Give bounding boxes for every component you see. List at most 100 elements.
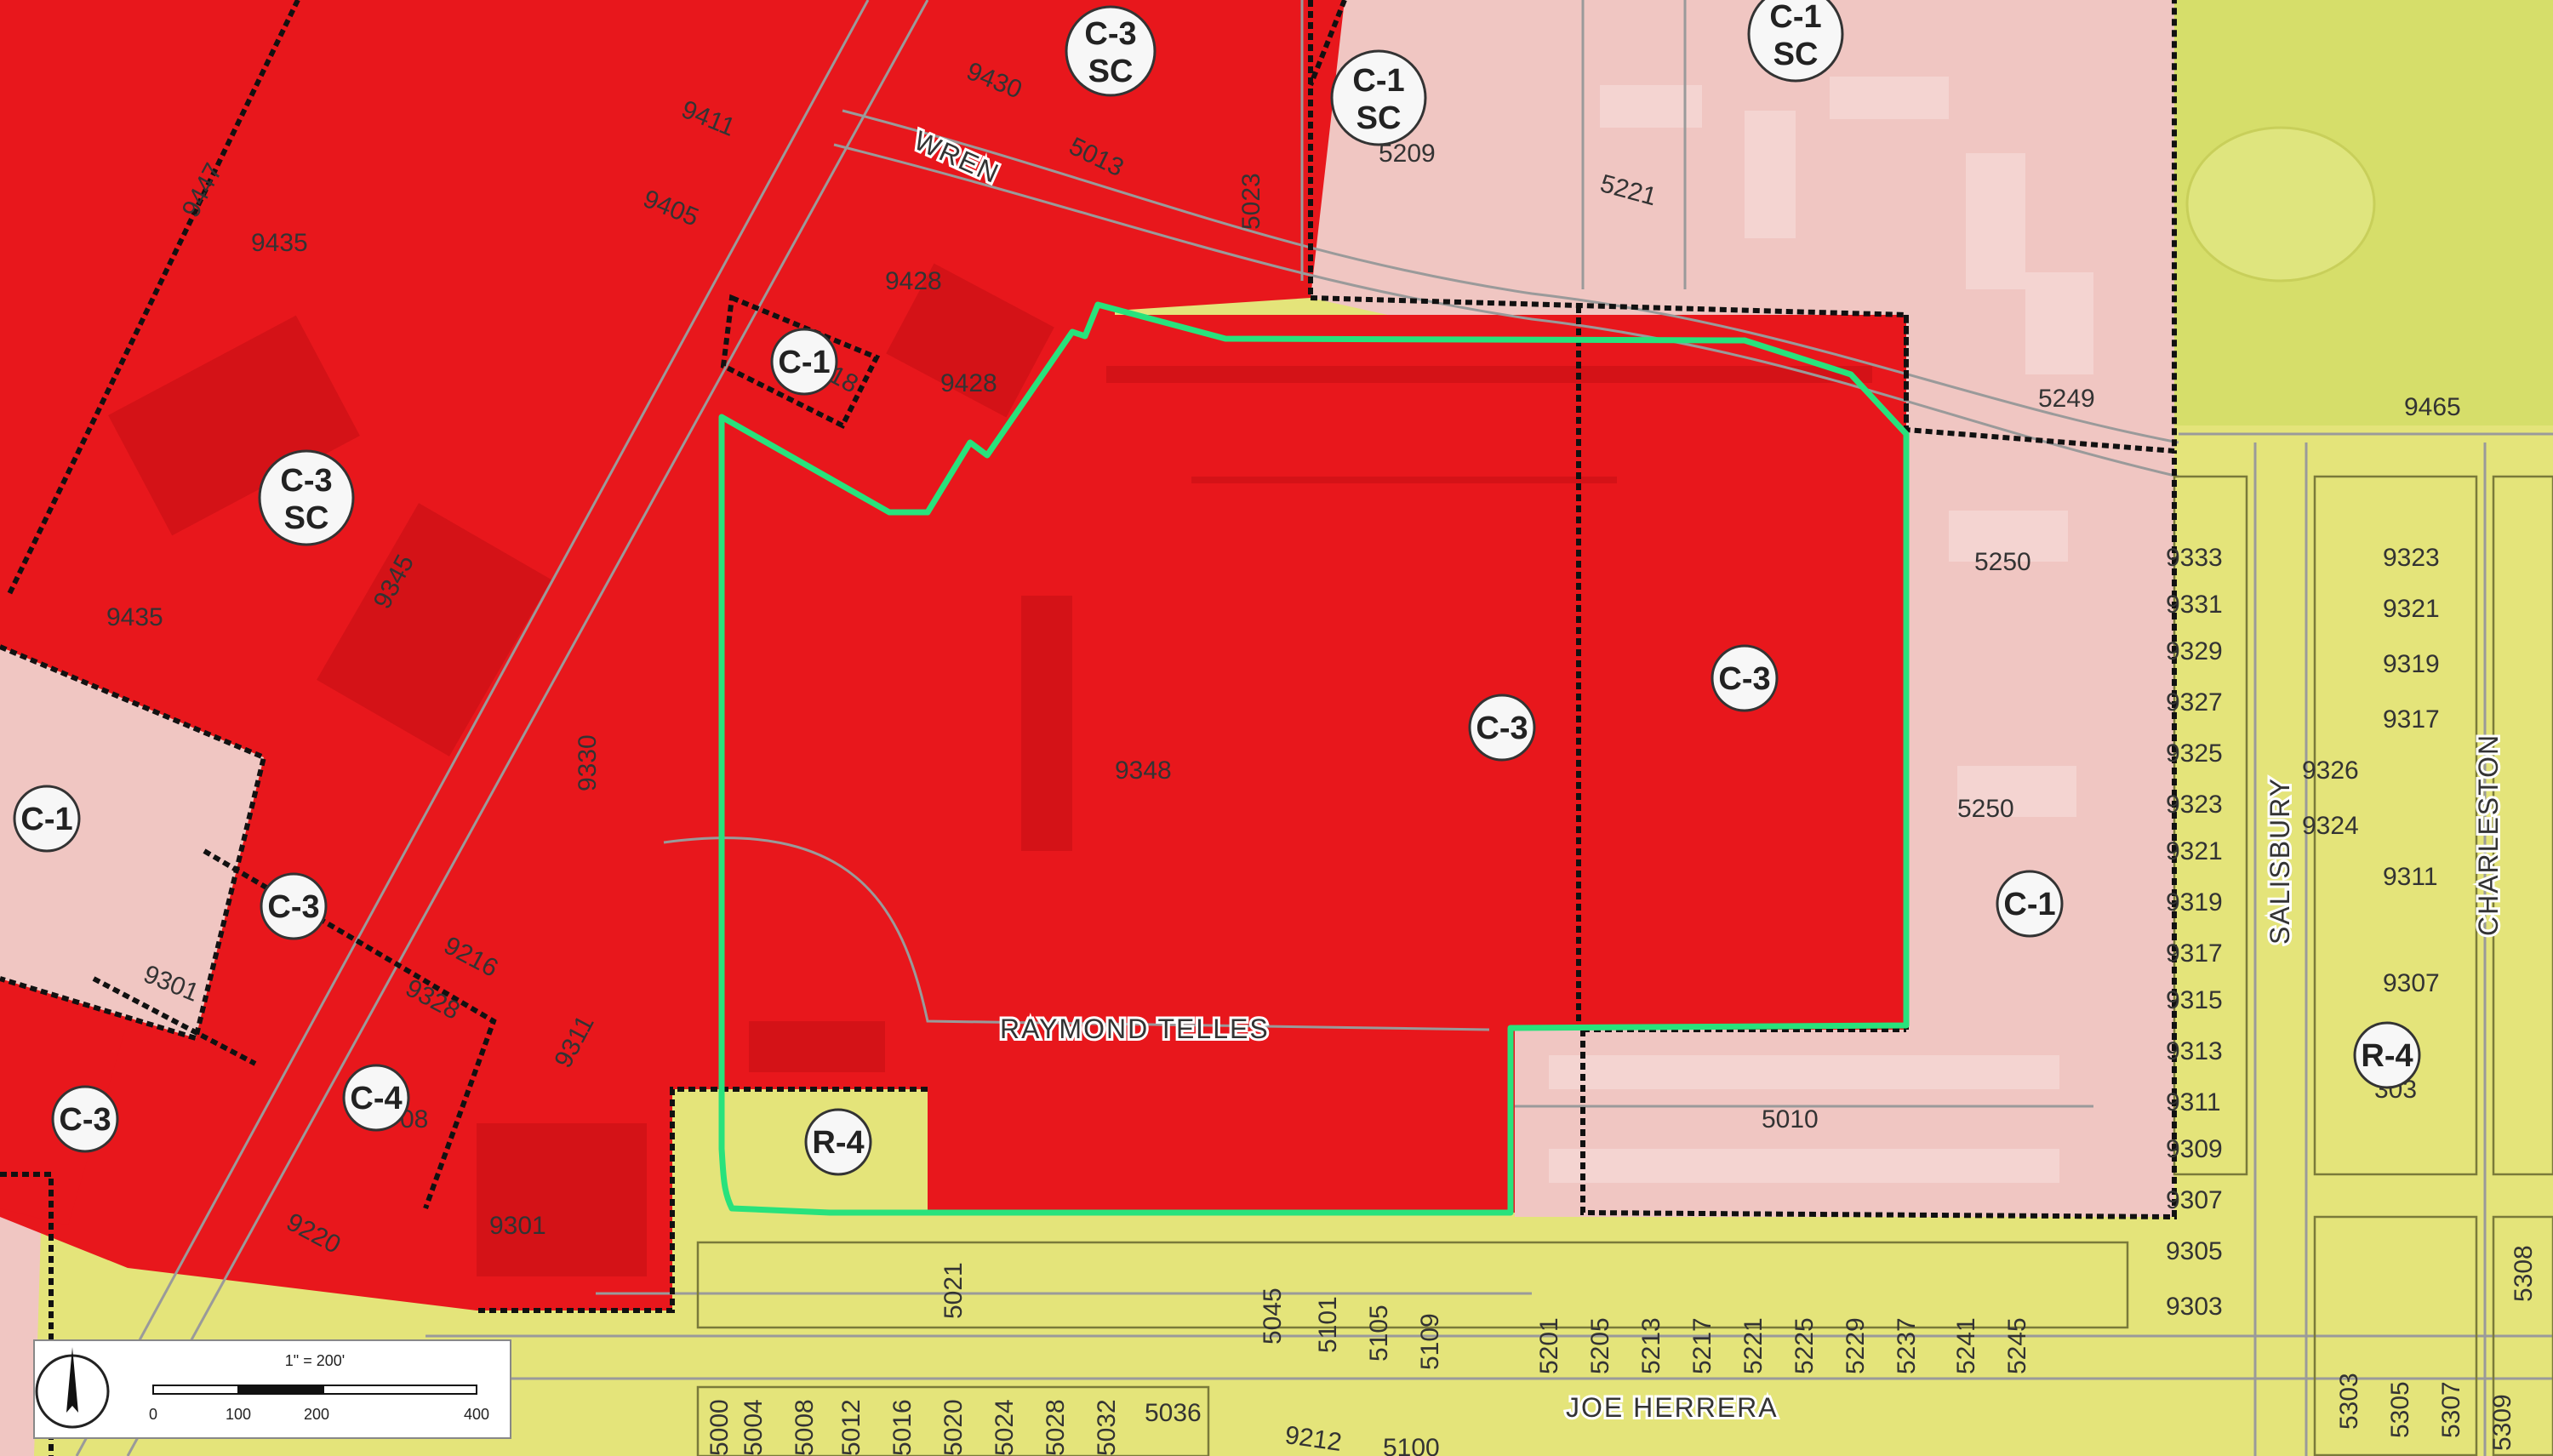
- parcel-label-9428b: 9428: [940, 369, 997, 397]
- scale-tick-400: 400: [464, 1406, 489, 1423]
- svg-text:C-3: C-3: [280, 463, 332, 499]
- zone-label-c3-east: C-3: [1711, 644, 1779, 712]
- parcel-label-5241: 5241: [1952, 1317, 1980, 1374]
- ballfield: [2185, 126, 2376, 283]
- scale-ratio: 1" = 200': [285, 1352, 345, 1369]
- parcel-label-9428a: 9428: [885, 267, 942, 295]
- svg-text:C-3: C-3: [59, 1102, 111, 1138]
- parcel-label-5109: 5109: [1416, 1313, 1444, 1370]
- parcel-label-5105: 5105: [1365, 1305, 1393, 1362]
- zone-label-c3-center: C-3: [1468, 694, 1536, 762]
- parcel-label-5020: 5020: [940, 1399, 968, 1456]
- parcel-label-5225: 5225: [1791, 1317, 1819, 1374]
- svg-text:C-1: C-1: [2003, 887, 2055, 922]
- parcel-label-9465: 9465: [2404, 393, 2461, 421]
- scale-tick-0: 0: [149, 1406, 157, 1423]
- parcel-lines: [696, 475, 2553, 1456]
- zone-label-c3-sc-top: C-3 SC: [1065, 5, 1157, 97]
- street-label-salisbury: SALISBURY: [2265, 777, 2295, 945]
- parcel-label-5036: 5036: [1145, 1399, 1202, 1427]
- parcel-label-9319: 9319: [2383, 650, 2440, 678]
- zone-labels: C-3 SC C-1 SC C-1 SC C-1 C-3 SC C-3 C-: [13, 0, 2421, 1176]
- parcel-label-5205: 5205: [1586, 1317, 1614, 1374]
- parcel-label-9330: 9330: [574, 734, 602, 791]
- zone-label-r4-east: R-4: [2353, 1021, 2421, 1089]
- project-site-outline: [718, 301, 1910, 1216]
- parcel-label-9435b: 9435: [106, 603, 163, 631]
- zone-label-c3-bottom-left: C-3: [51, 1085, 119, 1153]
- parcel-label-5024: 5024: [991, 1399, 1019, 1456]
- street-lines: [75, 0, 2553, 1456]
- parcel-label-9212: 9212: [1283, 1421, 1344, 1456]
- parcel-label-9301b: 9301: [489, 1212, 546, 1240]
- parcel-label-5250b: 5250: [1957, 795, 2014, 823]
- lot-label: 9329: [2166, 637, 2223, 665]
- lot-label: 9311: [2166, 1088, 2221, 1116]
- street-label-joe-herrera: JOE HERRERA: [1566, 1392, 1779, 1423]
- lot-label: 9333: [2166, 544, 2223, 572]
- parcel-label-5100: 5100: [1383, 1434, 1440, 1456]
- parcel-label-9311c: 9311: [2383, 863, 2438, 891]
- parcel-label-5229: 5229: [1842, 1317, 1870, 1374]
- svg-text:R-4: R-4: [812, 1125, 864, 1161]
- lot-label: 9309: [2166, 1135, 2223, 1163]
- c1-zone-right: [1515, 430, 2174, 1217]
- scale-bar-segment-1: [152, 1385, 239, 1395]
- parcel-label-5303: 5303: [2335, 1373, 2363, 1430]
- street-label-charleston: CHARLESTON: [2473, 734, 2504, 936]
- scale-bar-segment-3: [323, 1385, 477, 1395]
- svg-text:C-4: C-4: [350, 1081, 402, 1116]
- lot-label: 9325: [2166, 739, 2223, 768]
- parcel-label-5023: 5023: [1237, 173, 1265, 230]
- c3-zone-west: [0, 0, 1906, 1310]
- scale-tick-100: 100: [226, 1406, 251, 1423]
- parcel-label-9348: 9348: [1115, 757, 1172, 785]
- zone-label-c1-east: C-1: [1996, 870, 2064, 938]
- zone-label-c4: C-4: [342, 1064, 410, 1132]
- lot-label: 9319: [2166, 888, 2223, 916]
- zone-label-r4-site: R-4: [804, 1108, 872, 1176]
- lot-label: 9313: [2166, 1037, 2223, 1065]
- svg-text:C-1: C-1: [778, 345, 830, 380]
- parcel-label-5249: 5249: [2038, 385, 2095, 413]
- lot-label: 9315: [2166, 986, 2223, 1014]
- scale-panel: 1" = 200' 0 100 200 400: [33, 1339, 511, 1439]
- parcel-label-5221b: 5221: [1739, 1317, 1768, 1374]
- salisbury-lot-labels: 9333 9331 9329 9327 9325 9323 9321 9319 …: [2166, 544, 2223, 1321]
- building-texture: [1549, 77, 2093, 1183]
- parcel-label-5305: 5305: [2386, 1381, 2414, 1438]
- aerial-texture: [108, 263, 1872, 1276]
- parcel-label-5307: 5307: [2437, 1381, 2465, 1438]
- parcel-label-5010: 5010: [1762, 1105, 1819, 1133]
- parcel-label-5012: 5012: [837, 1399, 865, 1456]
- parcel-label-9435a: 9435: [251, 229, 308, 257]
- parcel-label-9326: 9326: [2302, 757, 2359, 785]
- parcel-label-5309: 5309: [2488, 1394, 2516, 1451]
- lot-label: 9323: [2166, 791, 2223, 819]
- svg-text:SC: SC: [1088, 54, 1134, 89]
- parcel-label-5237: 5237: [1893, 1317, 1921, 1374]
- scale-tick-200: 200: [304, 1406, 329, 1423]
- svg-text:SC: SC: [284, 500, 329, 536]
- zone-label-c3-sc-left: C-3 SC: [258, 449, 355, 546]
- c1-zone-left: [0, 647, 264, 1038]
- svg-text:C-1: C-1: [1769, 0, 1821, 35]
- parcel-label-9323: 9323: [2383, 544, 2440, 572]
- zone-label-c1-west: C-1: [13, 785, 81, 853]
- lot-label: 9321: [2166, 837, 2223, 865]
- svg-text:R-4: R-4: [2361, 1038, 2413, 1074]
- parcel-label-5213: 5213: [1637, 1317, 1665, 1374]
- parcel-label-5201: 5201: [1535, 1317, 1563, 1374]
- zone-label-c3-mid-left: C-3: [260, 872, 328, 940]
- lot-label: 9303: [2166, 1293, 2223, 1321]
- parcel-label-5217: 5217: [1688, 1317, 1716, 1374]
- parcel-label-5045: 5045: [1259, 1288, 1287, 1345]
- parcel-label-5101: 5101: [1314, 1296, 1342, 1353]
- street-label-raymond-telles: RAYMOND TELLES: [1000, 1013, 1270, 1044]
- parcel-label-5004: 5004: [740, 1399, 768, 1456]
- svg-text:C-1: C-1: [20, 802, 72, 837]
- parcel-label-5245: 5245: [2003, 1317, 2031, 1374]
- parcel-label-5028: 5028: [1042, 1399, 1070, 1456]
- parcel-label-5000: 5000: [705, 1399, 734, 1456]
